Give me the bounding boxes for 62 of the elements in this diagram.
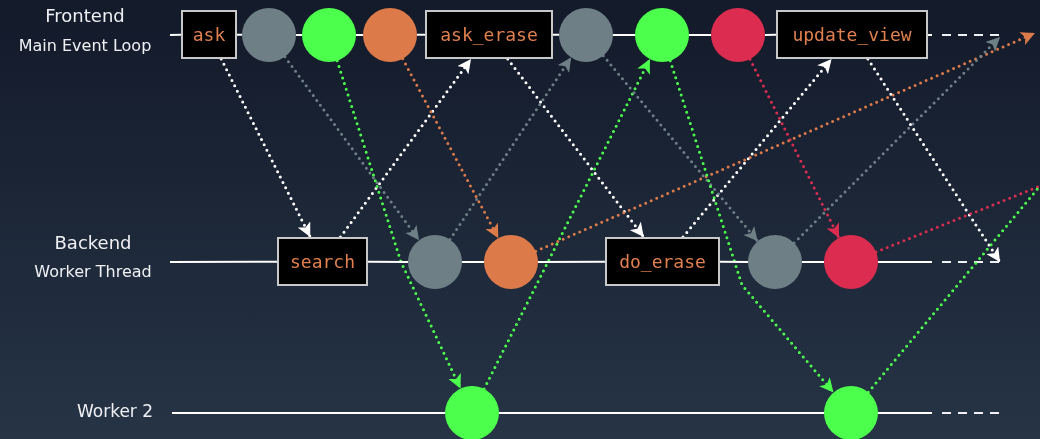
event-circle (711, 8, 765, 62)
task-name: do_erase (619, 251, 706, 272)
task-name: ask_erase (440, 24, 538, 45)
dotted-arrow (866, 57, 1002, 264)
dotted-arrow (283, 55, 421, 242)
dotted-arrow (792, 35, 1002, 245)
dotted-arrow (335, 59, 462, 391)
lane-label: Main Event Loop (18, 36, 152, 55)
task-name: ask (192, 24, 226, 45)
timeline (355, 34, 364, 36)
event-circle (445, 386, 499, 439)
event-circle (408, 235, 462, 289)
lane-label: Worker Thread (34, 262, 152, 281)
timeline (169, 33, 182, 36)
lane-label: Backend (54, 232, 132, 253)
event-circle (559, 8, 613, 62)
dotted-arrow (534, 31, 1037, 253)
timeline (461, 261, 485, 263)
task-box (277, 237, 368, 286)
timeline (498, 412, 825, 414)
event-circle (363, 8, 417, 62)
timeline (927, 34, 933, 36)
task-box (181, 10, 237, 59)
task-name: search (290, 251, 355, 272)
timeline (169, 260, 278, 263)
task-box (776, 10, 928, 59)
lane-label: Frontend (45, 5, 125, 26)
dotted-arrow (482, 57, 652, 391)
dotted-arrow (338, 57, 473, 239)
timeline (612, 34, 636, 36)
dotted-arrow (506, 57, 646, 239)
timeline (877, 412, 933, 414)
dotted-arrow (681, 57, 834, 239)
event-circle (824, 235, 878, 289)
timeline (688, 34, 712, 36)
event-circle (635, 8, 689, 62)
dotted-arrow (668, 59, 835, 394)
timeline (552, 33, 560, 36)
event-circle (748, 235, 802, 289)
timeline (764, 33, 777, 36)
timeline (877, 261, 933, 263)
dotted-arrow (448, 56, 573, 241)
timeline (719, 260, 749, 263)
timeline (295, 34, 303, 36)
timeline (367, 260, 409, 263)
task-box (605, 237, 720, 286)
event-circle (242, 8, 296, 62)
event-circle (484, 235, 538, 289)
task-name: update_view (792, 24, 912, 45)
event-circle (302, 8, 356, 62)
event-circle (824, 386, 878, 439)
timeline (171, 412, 446, 414)
task-box (425, 10, 553, 59)
timeline (801, 261, 825, 263)
dotted-arrow (601, 54, 760, 243)
dotted-arrow (401, 57, 500, 240)
timeline (236, 33, 243, 36)
dotted-arrow (219, 57, 312, 239)
timeline (537, 260, 606, 263)
lane-label: Worker 2 (76, 401, 154, 421)
timeline (416, 33, 426, 36)
dotted-arrow (748, 57, 841, 240)
